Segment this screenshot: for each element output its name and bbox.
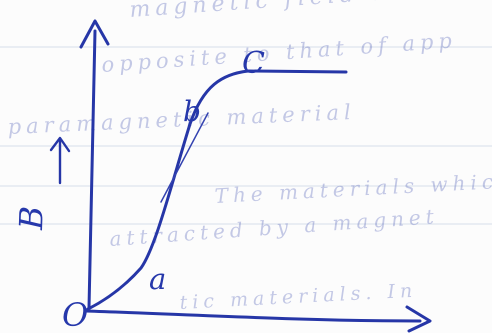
point-c-label: C [242,46,265,81]
curve-tangent-stroke [160,112,209,203]
field-direction-arrowhead [49,136,71,153]
background-text: The materials which [214,168,492,208]
y-axis-arrowhead [79,19,110,49]
point-b-label: b [183,95,201,128]
x-axis-arrowhead [405,305,432,333]
background-text: magnetic field and [129,0,428,23]
background-text: opposite to that of app [101,28,458,77]
x-axis-line [84,309,422,323]
magnetization-curve [86,69,348,311]
y-axis-line [87,29,97,310]
background-text: paramagnetic material [7,100,356,139]
point-a-label: a [149,262,166,296]
origin-label: O [62,296,88,333]
background-text: tic materials. In [179,280,418,314]
y-axis-label: B [12,205,51,231]
